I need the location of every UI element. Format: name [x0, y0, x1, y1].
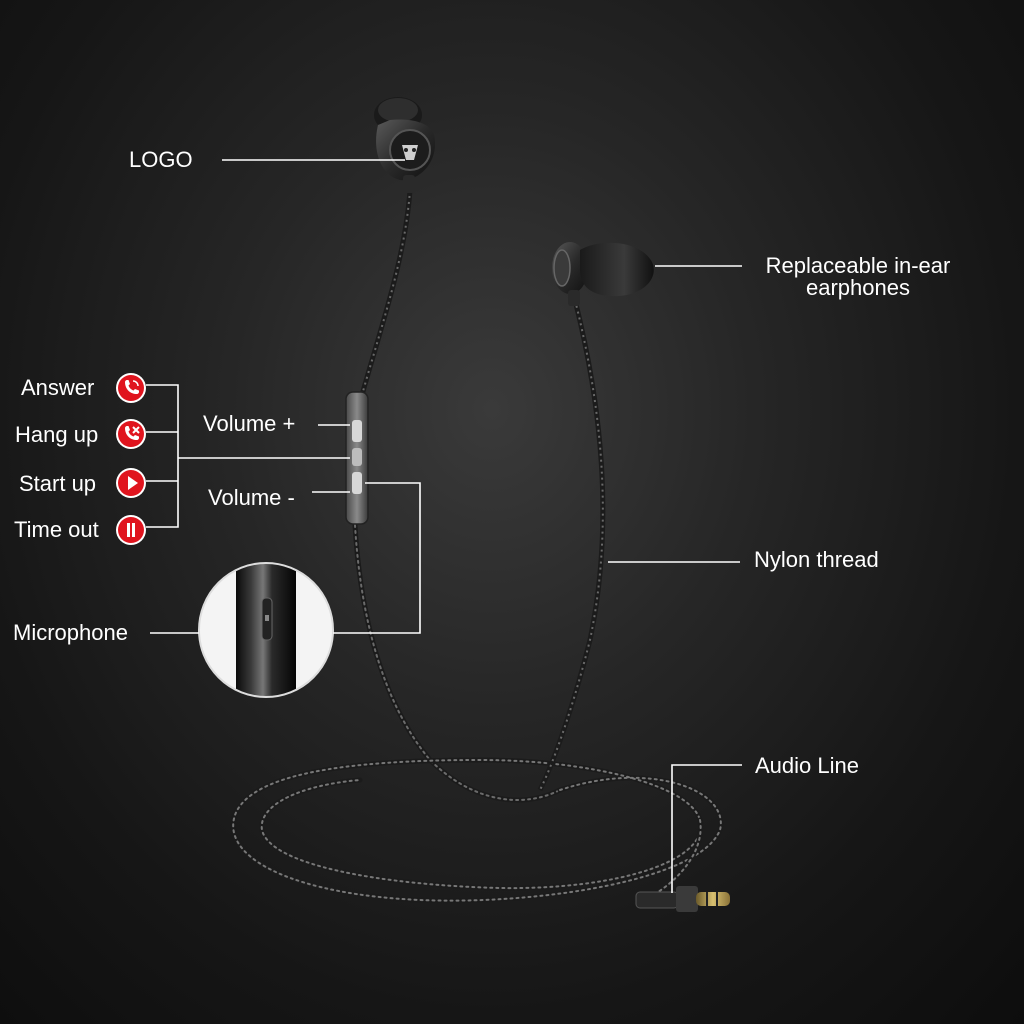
audio-jack: [635, 886, 730, 912]
volume-plus-label: Volume +: [203, 411, 296, 436]
replaceable-label-line2: earphones: [806, 275, 910, 300]
replaceable-label-line1: Replaceable in-ear: [765, 253, 951, 278]
logo-label: LOGO: [129, 147, 193, 172]
play-icon: [116, 468, 146, 498]
time-out-label: Time out: [14, 517, 99, 542]
start-up-label: Start up: [19, 471, 97, 496]
microphone-zoom: [198, 562, 334, 698]
microphone-zoom-line: [333, 482, 421, 634]
microphone-label: Microphone: [13, 620, 128, 645]
left-earbud: [374, 97, 436, 193]
nylon-thread-label: Nylon thread: [754, 547, 879, 572]
right-cable: [537, 299, 606, 792]
audio-line-callout-line: [671, 764, 742, 893]
replaceable-earphones-label: Replaceable in-ear earphones: [752, 255, 964, 299]
phone-hangup-icon: [116, 419, 146, 449]
phone-answer-icon: [116, 373, 146, 403]
function-bracket: [146, 384, 179, 528]
left-cable: [359, 189, 413, 396]
callout-lines: [146, 159, 742, 893]
right-earbud: [552, 242, 654, 306]
pause-icon: [116, 515, 146, 545]
cable-coil: [230, 522, 724, 904]
audio-line-label: Audio Line: [755, 753, 859, 778]
hang-up-label: Hang up: [15, 422, 99, 447]
answer-label: Answer: [21, 375, 95, 400]
volume-minus-label: Volume -: [208, 485, 295, 510]
